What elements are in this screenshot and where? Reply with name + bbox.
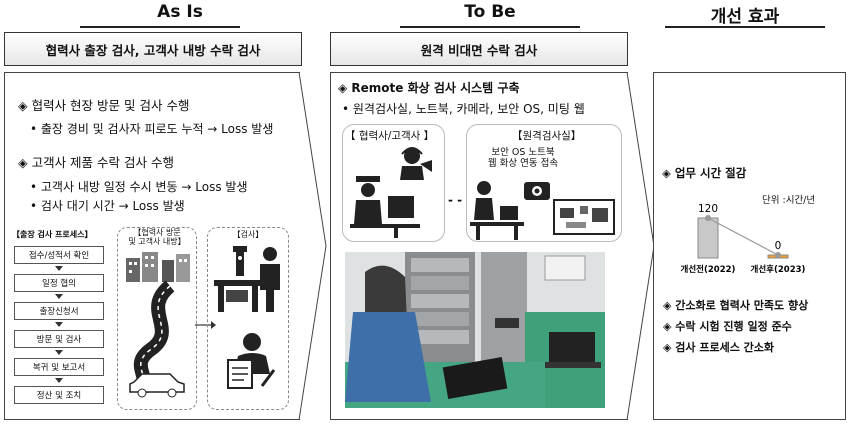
benefit-item: ◈ 검사 프로세스 간소화 <box>663 341 775 354</box>
time-saving-chart: 120 개선전(2022) 0 개선후(2023) <box>681 203 806 275</box>
process-title: 【출장 검사 프로세스】 <box>12 230 93 239</box>
process-step: 출장신청서 <box>14 302 104 320</box>
process-arrow <box>55 378 63 383</box>
chart-data-label: 0 <box>775 240 782 252</box>
chart-point <box>705 215 711 221</box>
chart-category-label: 개선후(2023) <box>751 264 806 275</box>
remote-lab-workstation-icon <box>470 181 615 240</box>
chart-category-label: 개선전(2022) <box>681 264 736 275</box>
effect-title: ◈ 업무 시간 절감 <box>662 166 747 180</box>
chart-trend-line <box>707 217 779 256</box>
process-step: 복귀 및 보고서 <box>14 358 104 376</box>
as-is-sub-travel-cost: • 출장 경비 및 검사자 피로도 누적 → Loss 발생 <box>30 122 274 136</box>
remote-meeting-icon <box>350 147 432 238</box>
chart-data-label: 120 <box>698 203 718 215</box>
effect-header: 개선 효과 <box>710 7 780 27</box>
connector-dash: - - <box>448 193 463 207</box>
as-is-header-underline <box>80 26 240 28</box>
as-is-panel-arrow <box>298 72 327 421</box>
as-is-sub-schedule-change: • 고객사 내방 일정 수시 변동 → Loss 발생 <box>30 180 248 194</box>
inspection-caption: 【검사】 <box>232 230 264 239</box>
process-step: 접수/성적서 확인 <box>14 246 104 264</box>
process-arrow <box>55 266 63 271</box>
visit-illustration-box <box>117 227 197 410</box>
as-is-sub-wait-time: • 검사 대기 시간 → Loss 발생 <box>30 199 185 213</box>
to-be-header-underline <box>400 26 580 28</box>
partner-label: 【 협력사/고객사 】 <box>345 130 435 142</box>
process-arrow <box>55 294 63 299</box>
to-be-panel-arrow <box>626 72 655 421</box>
effect-header-underline <box>665 26 825 28</box>
remote-lab-label: 【원격검사실】 <box>512 130 582 142</box>
benefit-item: ◈ 수락 시험 진행 일정 준수 <box>663 320 792 333</box>
to-be-header: To Be <box>464 2 516 22</box>
to-be-title: ◈ Remote 화상 검사 시스템 구축 <box>338 81 520 95</box>
effect-panel <box>653 72 846 420</box>
as-is-banner: 협력사 출장 검사, 고객사 내방 수락 검사 <box>4 32 302 66</box>
as-is-bullet-site-visit: ◈ 협력사 현장 방문 및 검사 수행 <box>18 98 190 113</box>
chart-point <box>775 252 781 258</box>
flow-arrow-icon <box>195 321 216 329</box>
secure-os-note: 보안 OS 노트북 웹 화상 연동 접속 <box>487 147 559 169</box>
process-step: 일정 협의 <box>14 274 104 292</box>
to-be-banner: 원격 비대면 수락 검사 <box>330 32 628 66</box>
inspection-illustration-box <box>207 227 289 410</box>
remote-inspection-photo <box>345 252 605 408</box>
process-step: 정산 및 조치 <box>14 386 104 404</box>
benefit-item: ◈ 간소화로 협력사 만족도 향상 <box>663 299 809 312</box>
visit-caption: 【협력사 방문 및 고객사 내방】 <box>128 228 186 247</box>
as-is-bullet-customer-inspection: ◈ 고객사 제품 수락 검사 수행 <box>18 155 174 170</box>
process-step: 방문 및 검사 <box>14 330 104 348</box>
building-road-car-icon <box>126 252 190 398</box>
chart-bar <box>697 217 719 259</box>
inspector-icon <box>214 246 280 312</box>
document-writing-icon <box>227 333 276 389</box>
to-be-sub: • 원격검사실, 노트북, 카메라, 보안 OS, 미팅 웹 <box>342 102 585 116</box>
process-arrow <box>55 350 63 355</box>
as-is-header: As Is <box>157 2 203 22</box>
effect-unit: 단위 :시간/년 <box>762 195 816 206</box>
process-arrow <box>55 322 63 327</box>
